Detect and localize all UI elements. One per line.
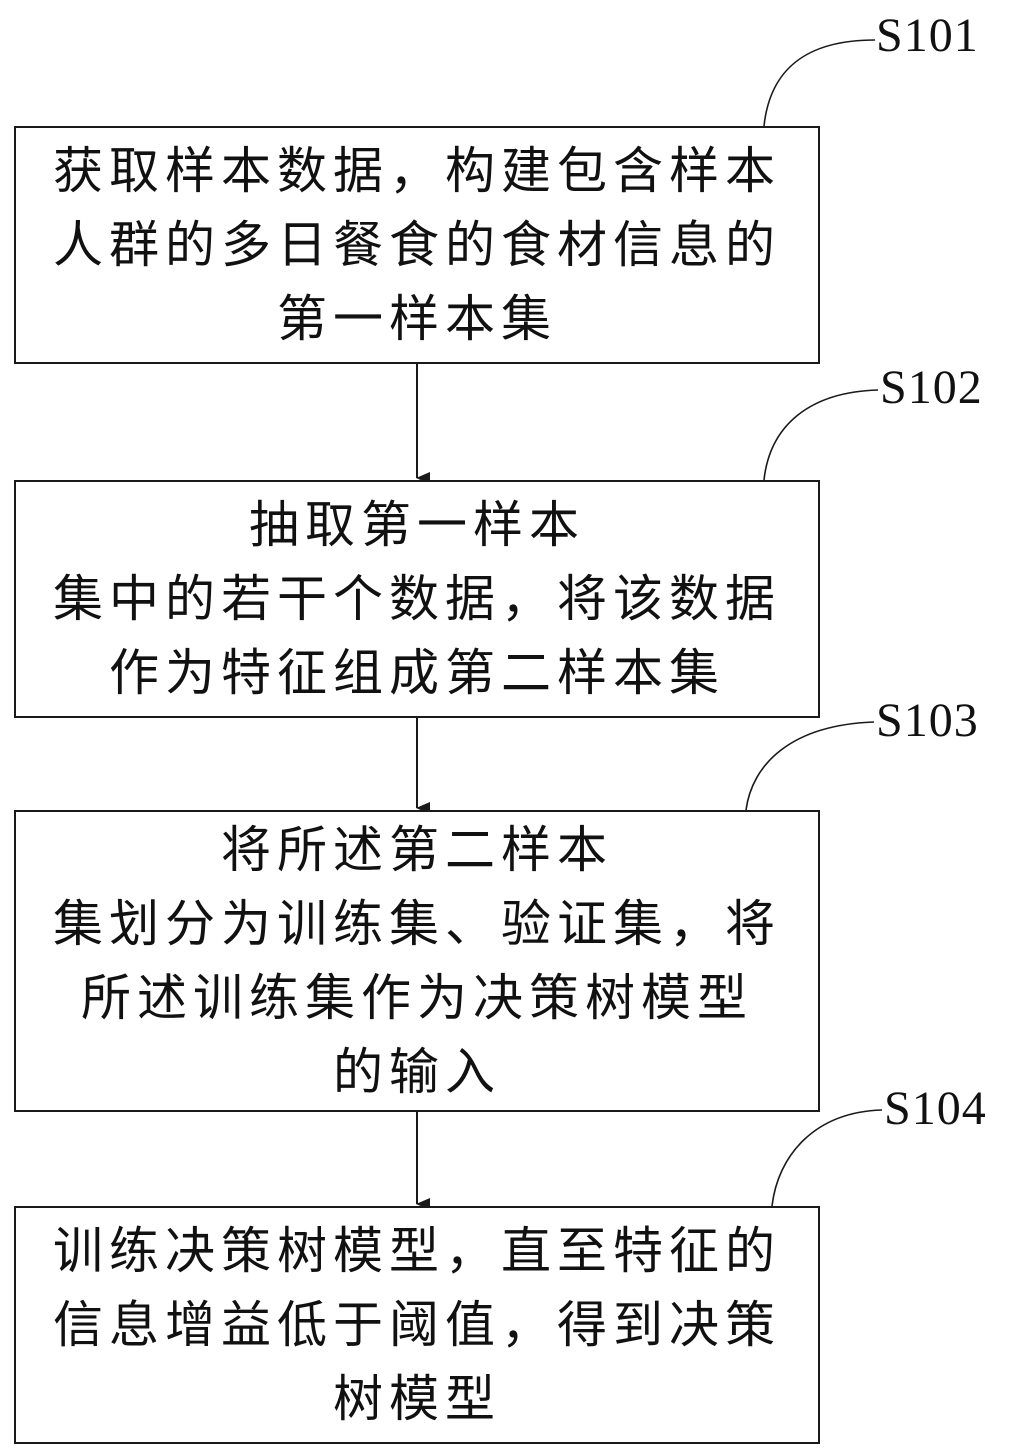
step-label-s103: S103 bbox=[876, 694, 979, 747]
step-text-line: 将所述第二样本 bbox=[221, 821, 613, 879]
step-text-line: 所述训练集作为决策树模型 bbox=[81, 969, 753, 1027]
step-text-line: 训练决策树模型，直至特征的 bbox=[53, 1222, 781, 1280]
step-box-s103: 将所述第二样本 集划分为训练集、验证集，将 所述训练集作为决策树模型 的输入 bbox=[14, 810, 820, 1112]
step-text-line: 的输入 bbox=[333, 1043, 501, 1101]
leader-curve-s101 bbox=[763, 39, 876, 127]
step-box-s104: 训练决策树模型，直至特征的 信息增益低于阈值，得到决策 树模型 bbox=[14, 1206, 820, 1444]
step-text-line: 信息增益低于阈值，得到决策 bbox=[53, 1296, 781, 1354]
leader-curve-s104 bbox=[771, 1109, 883, 1207]
step-box-s101: 获取样本数据，构建包含样本 人群的多日餐食的食材信息的 第一样本集 bbox=[14, 126, 820, 364]
step-text-line: 集中的若干个数据，将该数据 bbox=[53, 570, 781, 628]
step-text-line: 作为特征组成第二样本集 bbox=[109, 644, 725, 702]
leader-curve-s103 bbox=[745, 721, 875, 811]
step-text-line: 获取样本数据，构建包含样本 bbox=[53, 142, 781, 200]
step-label-s102: S102 bbox=[880, 361, 983, 414]
step-text-line: 集划分为训练集、验证集，将 bbox=[53, 895, 781, 953]
step-text-line: 树模型 bbox=[333, 1370, 501, 1428]
step-text-line: 抽取第一样本 bbox=[249, 496, 585, 554]
step-text-line: 第一样本集 bbox=[277, 290, 557, 348]
leader-curve-s102 bbox=[763, 389, 879, 481]
step-label-s101: S101 bbox=[876, 9, 979, 62]
step-text-line: 人群的多日餐食的食材信息的 bbox=[53, 216, 781, 274]
step-box-s102: 抽取第一样本 集中的若干个数据，将该数据 作为特征组成第二样本集 bbox=[14, 480, 820, 718]
step-label-s104: S104 bbox=[884, 1082, 987, 1135]
